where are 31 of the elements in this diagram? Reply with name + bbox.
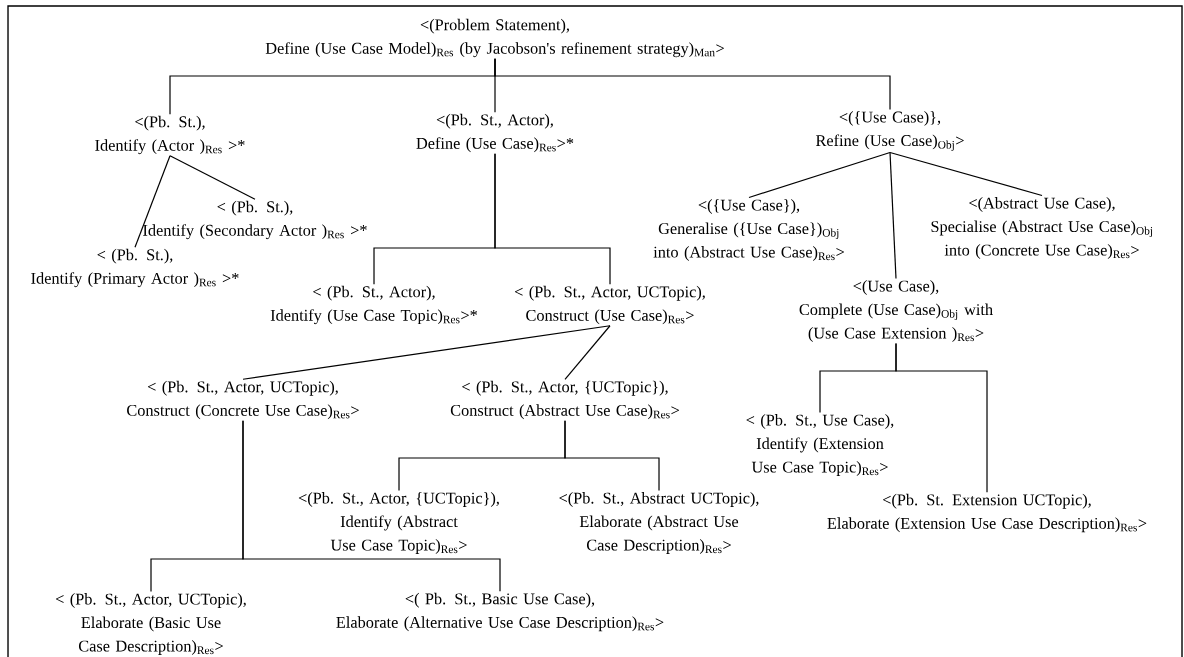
step-text: < (Pb. St., Actor, UCTopic), Construct (Use Case)$_{Res}$> xyxy=(515,285,705,325)
tree-line xyxy=(564,325,611,380)
step-text: < (Pb. St., Actor), Identify (Use Case Topic)$_{Res}$>* xyxy=(270,285,478,325)
step-text: <(Abstract Use Case), Specialise (Abstract Use Case)$_{Obj}$ into (Concrete Use Case)$_{Res}$> xyxy=(931,197,1153,259)
step-text: <( Pb. St., Basic Use Case), Elaborate (Alternative Use Case Description)$_{Res}$> xyxy=(336,592,664,632)
tree-line xyxy=(748,151,891,199)
tree-line xyxy=(134,155,171,248)
step-text: <({Use Case}), Generalise ({Use Case})$_{Obj}$ into (Abstract Use Case)$_{Res}$> xyxy=(653,199,844,261)
tree-line xyxy=(169,155,256,200)
step-text: < (Pb. St., Actor, {UCTopic}), Construct (Abstract Use Case)$_{Res}$> xyxy=(450,380,679,420)
tree-line xyxy=(564,420,660,492)
tree-line xyxy=(889,151,1043,197)
step-text: <(Problem Statement), Define (Use Case Model)$_{Res}$ (by Jacobson's refinement strategy)$_{Man}$> xyxy=(265,18,724,58)
step-text: <(Pb. St., Abstract UCTopic), Elaborate (Abstract Use Case Description)$_{Res}$> xyxy=(559,492,759,554)
step-text: <(Pb. St.), Identify (Actor )$_{Res}$ >* xyxy=(95,115,245,155)
step-text: <(Use Case), Complete (Use Case)$_{Obj}$ with (Use Case Extension )$_{Res}$> xyxy=(799,280,993,342)
step-text: <(Pb. St. Extension UCTopic), Elaborate (Extension Use Case Description)$_{Res}$> xyxy=(827,493,1147,533)
step-text: < (Pb. St., Actor, UCTopic), Elaborate (Basic Use Case Description)$_{Res}$> xyxy=(56,593,246,655)
tree-line xyxy=(494,58,891,111)
tree-line xyxy=(494,153,611,285)
step-text: <(Pb. St., Actor), Define (Use Case)$_{Res}$>* xyxy=(416,113,574,153)
step-text: < (Pb. St.), Identify (Secondary Actor )$_{Res}$ >* xyxy=(143,200,367,240)
step-text: <({Use Case)}, Refine (Use Case)$_{Obj}$> xyxy=(815,111,964,151)
step-text: <(Pb. St., Actor, {UCTopic}), Identify (Abstract Use Case Topic)$_{Res}$> xyxy=(298,492,499,554)
tree-line xyxy=(242,325,611,380)
tree-line xyxy=(889,151,897,280)
step-text: < (Pb. St.), Identify (Primary Actor )$_{Res}$ >* xyxy=(31,248,239,288)
step-text: < (Pb. St., Actor, UCTopic), Construct (Concrete Use Case)$_{Res}$> xyxy=(127,380,359,420)
tree-line xyxy=(242,420,501,592)
tree-line xyxy=(895,342,988,493)
step-text: < (Pb. St., Use Case), Identify (Extension Use Case Topic)$_{Res}$> xyxy=(746,414,894,476)
